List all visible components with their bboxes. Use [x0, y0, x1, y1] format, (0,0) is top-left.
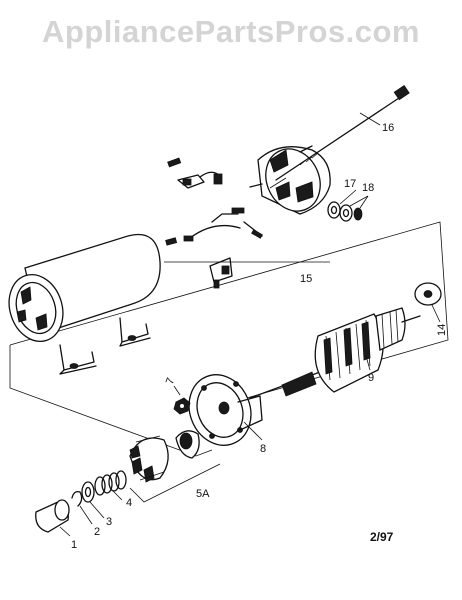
small-nut: [173, 397, 191, 415]
part-label-9: 9: [368, 372, 374, 384]
part-label-5a: 5A: [196, 488, 210, 500]
part-label-15: 16: [382, 122, 394, 134]
drive-assembly: [129, 430, 200, 483]
part-labels: 16 17 18 15 14 9 7 8 5A 4 3 2 1 2/97: [71, 122, 448, 551]
part-label-18: 18: [362, 182, 374, 194]
part-label-8: 8: [260, 443, 266, 455]
part-label-3: 3: [106, 516, 112, 528]
part-label-14: 14: [436, 324, 448, 336]
spring: [94, 470, 127, 496]
through-bolt: [269, 84, 410, 189]
retainer-and-ring: [71, 481, 95, 507]
part-label-7: 7: [164, 376, 177, 386]
washers-and-nuts: [327, 201, 363, 222]
part-label-1: 1: [71, 539, 77, 551]
drive-end-plate: [188, 374, 263, 446]
armature: [249, 307, 421, 399]
part-label-4: 4: [126, 497, 132, 509]
stop-cap: [35, 499, 70, 533]
part-label-17: 17: [344, 178, 356, 190]
part-label-2: 2: [94, 526, 100, 538]
brush-end-plate: [249, 145, 331, 215]
leader-lines: [59, 112, 441, 537]
diagram-code: 2/97: [370, 530, 394, 544]
starter-housing: [8, 233, 161, 375]
end-washer: [414, 282, 442, 306]
part-label-16: 15: [300, 273, 312, 285]
brush-assembly: [165, 157, 263, 289]
watermark: AppliancePartsPros.com: [42, 14, 420, 49]
